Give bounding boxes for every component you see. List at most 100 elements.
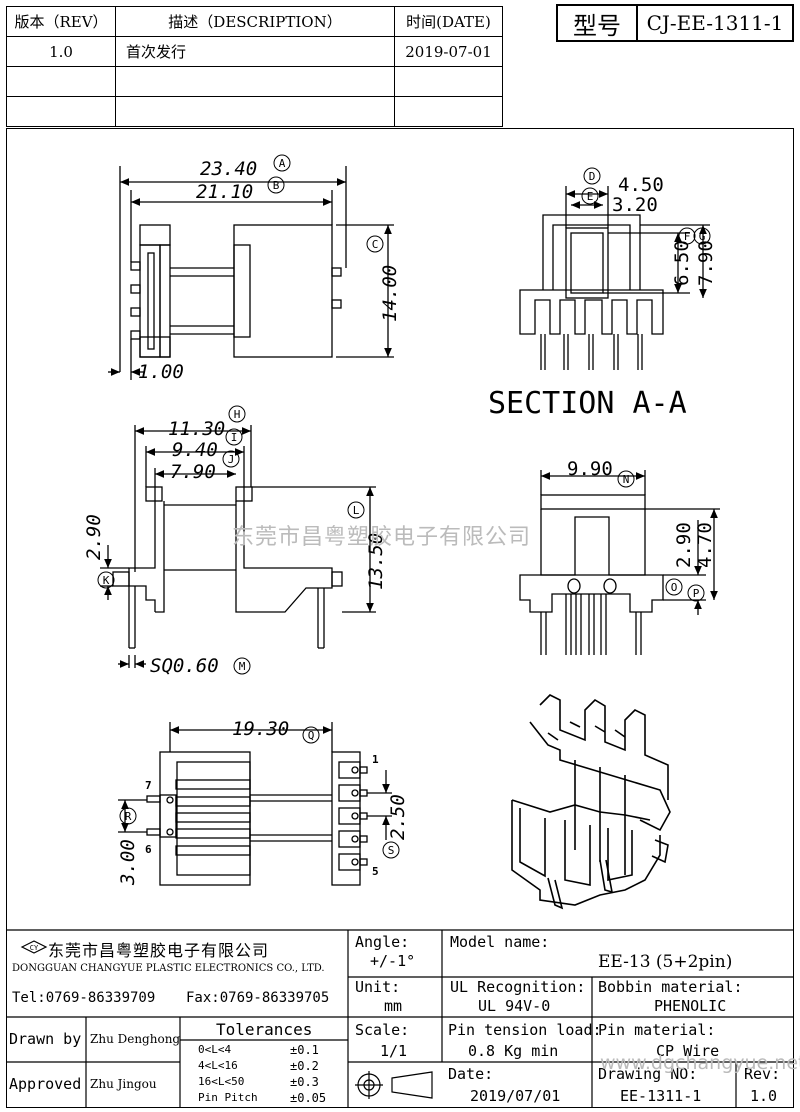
tolerance-range: 16<L<50: [198, 1075, 245, 1088]
tolerances-label: Tolerances: [216, 1020, 313, 1039]
dim-pin: 1.00: [138, 361, 184, 383]
dim-q: 19.30: [232, 718, 289, 740]
tolerance-value: ±0.1: [290, 1043, 319, 1057]
company-fax: Fax:0769-86339705: [186, 990, 330, 1006]
drawing-frame: [6, 128, 794, 1108]
approved-value: Zhu Jingou: [90, 1077, 157, 1091]
model-name-label: Model name:: [450, 933, 550, 951]
rev-label: Rev:: [744, 1065, 781, 1083]
end-view: [519, 470, 720, 655]
ref-f: F: [684, 230, 691, 243]
pin-material-label: Pin material:: [598, 1021, 716, 1039]
drawing-no-label: Drawing NO:: [598, 1065, 698, 1083]
desc-cell: [115, 96, 395, 127]
dim-i: 9.40: [172, 439, 218, 461]
ref-g: G: [699, 230, 706, 243]
dim-s: 2.50: [387, 794, 409, 840]
date-cell: [394, 96, 503, 127]
company-name-en: DONGGUAN CHANGYUE PLASTIC ELECTRONICS CO…: [12, 963, 325, 974]
dim-c: 14.00: [379, 265, 401, 322]
ref-d: D: [589, 170, 596, 183]
tolerance-value: ±0.05: [290, 1091, 327, 1105]
section-view: [519, 186, 710, 370]
drawn-value: Zhu Denghong: [90, 1032, 181, 1046]
ul-label: UL Recognition:: [450, 978, 586, 996]
pin-label: 1: [372, 753, 379, 766]
scale-value: 1/1: [380, 1042, 408, 1060]
company-name-cn: 东莞市昌粤塑胶电子有限公司: [48, 941, 270, 960]
pin-tension-value: 0.8 Kg min: [468, 1042, 559, 1060]
tolerance-range: Pin Pitch: [198, 1091, 258, 1104]
watermark: 东莞市昌粤塑胶电子有限公司: [232, 525, 532, 550]
tolerance-value: ±0.2: [290, 1059, 319, 1073]
date-value: 2019/07/01: [470, 1087, 561, 1105]
ref-k: K: [103, 574, 110, 587]
ul-value: UL 94V-0: [478, 997, 551, 1015]
dim-m: SQ0.60: [150, 655, 219, 677]
pin-material-value: CP Wire: [656, 1042, 720, 1060]
dim-b: 21.10: [196, 181, 253, 203]
ref-i: I: [231, 431, 238, 444]
date-label: Date:: [448, 1065, 494, 1083]
ref-a: A: [279, 157, 286, 170]
revision-table: 版本（REV） 描述（DESCRIPTION） 时间(DATE) 1.0 首次发…: [6, 6, 503, 127]
dim-a: 23.40: [200, 158, 257, 180]
bottom-view: [118, 722, 392, 886]
pin-tension-label: Pin tension load:: [448, 1021, 602, 1039]
dim-j: 7.90: [170, 461, 216, 483]
pin-label: 5: [372, 865, 379, 878]
top-view: [108, 166, 394, 380]
rev-cell: [6, 66, 116, 97]
dim-h: 11.30: [168, 418, 225, 440]
model-value: CJ-EE-1311-1: [646, 11, 784, 35]
tolerance-range: 4<L<16: [198, 1059, 238, 1072]
ref-n: N: [623, 473, 630, 486]
ref-s: S: [388, 844, 395, 857]
drawing-no-value: EE-1311-1: [620, 1087, 702, 1105]
dim-k: 2.90: [83, 514, 105, 560]
technical-drawing: 23.40 21.10 1.00 14.00 4.50 3.20 6.50 7.…: [83, 154, 720, 910]
dim-p: 4.70: [694, 522, 716, 568]
dim-o: 2.90: [673, 522, 695, 568]
ref-r: R: [125, 810, 132, 823]
angle-value: +/-1°: [370, 952, 416, 970]
dim-r: 3.00: [117, 839, 139, 886]
model-name-value: EE-13 (5+2pin): [598, 952, 733, 972]
bobbin-label: Bobbin material:: [598, 978, 743, 996]
ref-e: E: [587, 190, 594, 203]
dim-g: 7.90: [695, 240, 717, 286]
date-cell: 2019-07-01: [394, 36, 503, 67]
pin-label: 6: [145, 843, 152, 856]
section-title: SECTION A-A: [488, 386, 687, 421]
dim-n: 9.90: [567, 458, 613, 480]
rev-header: 版本（REV）: [6, 6, 116, 37]
tolerance-range: 0<L<4: [198, 1043, 232, 1056]
approved-label: Approved: [9, 1075, 82, 1093]
ref-q: Q: [308, 729, 315, 742]
isometric-view: [511, 694, 671, 910]
model-header: 型号 CJ-EE-1311-1: [556, 4, 794, 42]
side-view: [100, 425, 376, 668]
angle-label: Angle:: [355, 933, 410, 951]
unit-value: mm: [384, 997, 403, 1015]
ref-p: P: [693, 587, 700, 600]
drawn-label: Drawn by: [9, 1030, 82, 1048]
ref-l: L: [353, 504, 360, 517]
rev-value: 1.0: [750, 1087, 778, 1105]
tolerance-value: ±0.3: [290, 1075, 319, 1089]
dim-e: 3.20: [612, 194, 658, 216]
date-cell: [394, 66, 503, 97]
ref-c: C: [372, 238, 379, 251]
ref-m: M: [239, 660, 246, 673]
unit-label: Unit:: [355, 978, 401, 996]
dim-l: 13.50: [365, 533, 387, 590]
ref-b: B: [273, 179, 280, 192]
ref-o: O: [671, 581, 678, 594]
watermark-url: www.dgchangyue.net: [600, 1052, 800, 1074]
desc-header: 描述（DESCRIPTION）: [115, 6, 395, 37]
model-label: 型号: [558, 6, 638, 40]
pin-label: 7: [145, 779, 152, 792]
rev-cell: 1.0: [6, 36, 116, 67]
ref-j: J: [228, 453, 235, 466]
bobbin-value: PHENOLIC: [654, 997, 727, 1015]
